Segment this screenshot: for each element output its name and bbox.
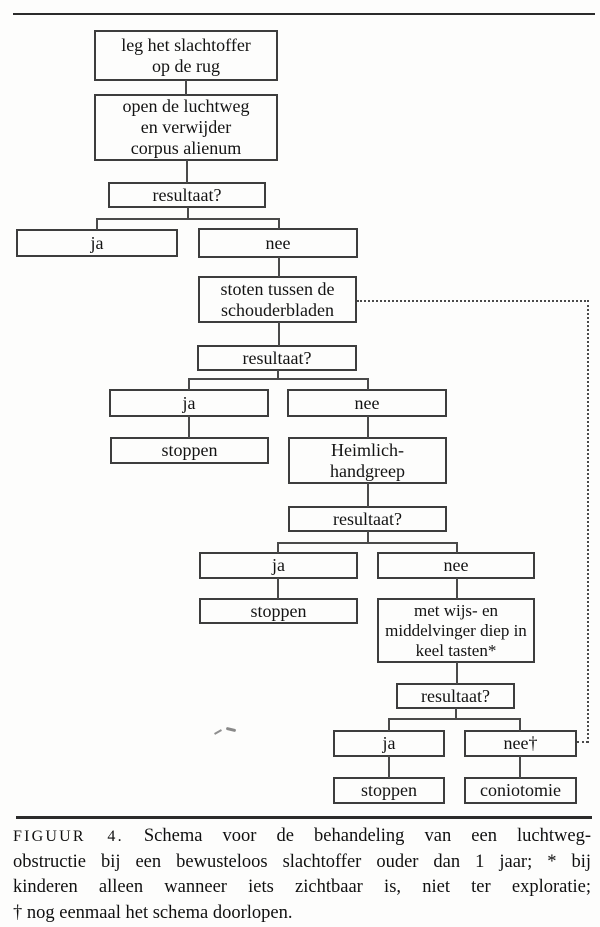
connector: [96, 218, 280, 220]
node-stoppen-3: stoppen: [199, 598, 358, 624]
caption-line-2: obstructie bij een bewusteloos slachtoff…: [13, 851, 591, 872]
figure-label: FIGUUR 4.: [13, 828, 124, 845]
connector: [277, 542, 458, 544]
node-label: Heimlich- handgreep: [330, 439, 405, 481]
node-label: ja: [382, 733, 396, 753]
connector: [185, 80, 187, 95]
node-nee-3: nee: [377, 552, 535, 579]
node-back-blows: stoten tussen de schouderbladen: [198, 276, 357, 323]
bottom-rule: [16, 816, 592, 819]
node-label: stoppen: [161, 440, 218, 460]
node-ja-3: ja: [199, 552, 358, 579]
node-stoppen-4: stoppen: [333, 777, 445, 804]
node-label: nee: [443, 555, 469, 575]
node-label: resultaat?: [421, 685, 490, 706]
node-result-3: resultaat?: [288, 506, 447, 532]
node-start: leg het slachtoffer op de rug: [94, 30, 278, 81]
connector: [388, 718, 521, 720]
node-heimlich: Heimlich- handgreep: [288, 437, 447, 484]
node-result-1: resultaat?: [108, 182, 266, 208]
connector: [455, 708, 457, 719]
connector: [367, 531, 369, 543]
node-ja-2: ja: [109, 389, 269, 417]
connector: [188, 416, 190, 438]
connector: [456, 543, 458, 553]
connector: [456, 578, 458, 599]
connector: [277, 543, 279, 553]
node-label: leg het slachtoffer op de rug: [121, 34, 251, 76]
connector: [188, 379, 190, 390]
node-label: met wijs- en middelvinger diep in keel t…: [385, 600, 527, 660]
node-label: ja: [182, 392, 196, 413]
connector: [188, 378, 369, 380]
connector: [186, 160, 188, 183]
connector: [367, 379, 369, 390]
node-result-2: resultaat?: [197, 345, 357, 371]
node-label: nee: [354, 392, 380, 413]
connector: [187, 207, 189, 219]
node-label: nee†: [503, 733, 538, 753]
node-label: stoppen: [361, 780, 417, 800]
caption-line-4: † nog eenmaal het schema doorlopen.: [13, 902, 293, 923]
node-stoppen-2: stoppen: [110, 437, 269, 464]
caption-line-1: FIGUUR 4. Schema voor de behandeling van…: [13, 824, 591, 850]
node-open-airway: open de luchtweg en verwijder corpus ali…: [94, 94, 278, 161]
connector: [456, 662, 458, 684]
node-label: nee: [265, 232, 291, 253]
connector: [519, 719, 521, 731]
dotted-feedback-line: [577, 741, 588, 743]
connector: [519, 756, 521, 778]
scan-artifact: [214, 727, 236, 737]
node-label: stoten tussen de schouderbladen: [220, 278, 335, 320]
node-nee-2: nee: [287, 389, 447, 417]
connector: [367, 416, 369, 438]
node-ja-4: ja: [333, 730, 445, 757]
node-label: coniotomie: [480, 780, 561, 800]
node-label: resultaat?: [152, 184, 222, 205]
connector: [388, 719, 390, 731]
node-nee-1: nee: [198, 228, 358, 258]
figure-caption: FIGUUR 4. Schema voor de behandeling van…: [13, 824, 591, 926]
connector: [277, 370, 279, 379]
caption-line-3: kinderen alleen wanneer iets zichtbaar i…: [13, 877, 591, 897]
node-label: resultaat?: [242, 347, 312, 368]
connector: [278, 322, 280, 346]
connector: [277, 578, 279, 599]
node-result-4: resultaat?: [396, 683, 515, 709]
connector: [367, 483, 369, 507]
connector: [278, 219, 280, 229]
node-label: stoppen: [250, 600, 307, 621]
node-nee-4: nee†: [464, 730, 577, 757]
dotted-feedback-line: [587, 300, 589, 743]
node-label: resultaat?: [333, 508, 402, 529]
connector: [388, 756, 390, 778]
node-label: open de luchtweg en verwijder corpus ali…: [122, 96, 250, 158]
node-ja-1: ja: [16, 229, 178, 257]
node-coniotomie: coniotomie: [464, 777, 577, 804]
node-finger-sweep: met wijs- en middelvinger diep in keel t…: [377, 598, 535, 663]
top-rule: [13, 13, 595, 15]
caption-text: Schema voor de behandeling van een lucht…: [143, 826, 591, 846]
dotted-feedback-line: [357, 300, 589, 302]
connector: [278, 257, 280, 277]
node-label: ja: [90, 232, 104, 253]
node-label: ja: [272, 555, 285, 575]
connector: [96, 219, 98, 230]
